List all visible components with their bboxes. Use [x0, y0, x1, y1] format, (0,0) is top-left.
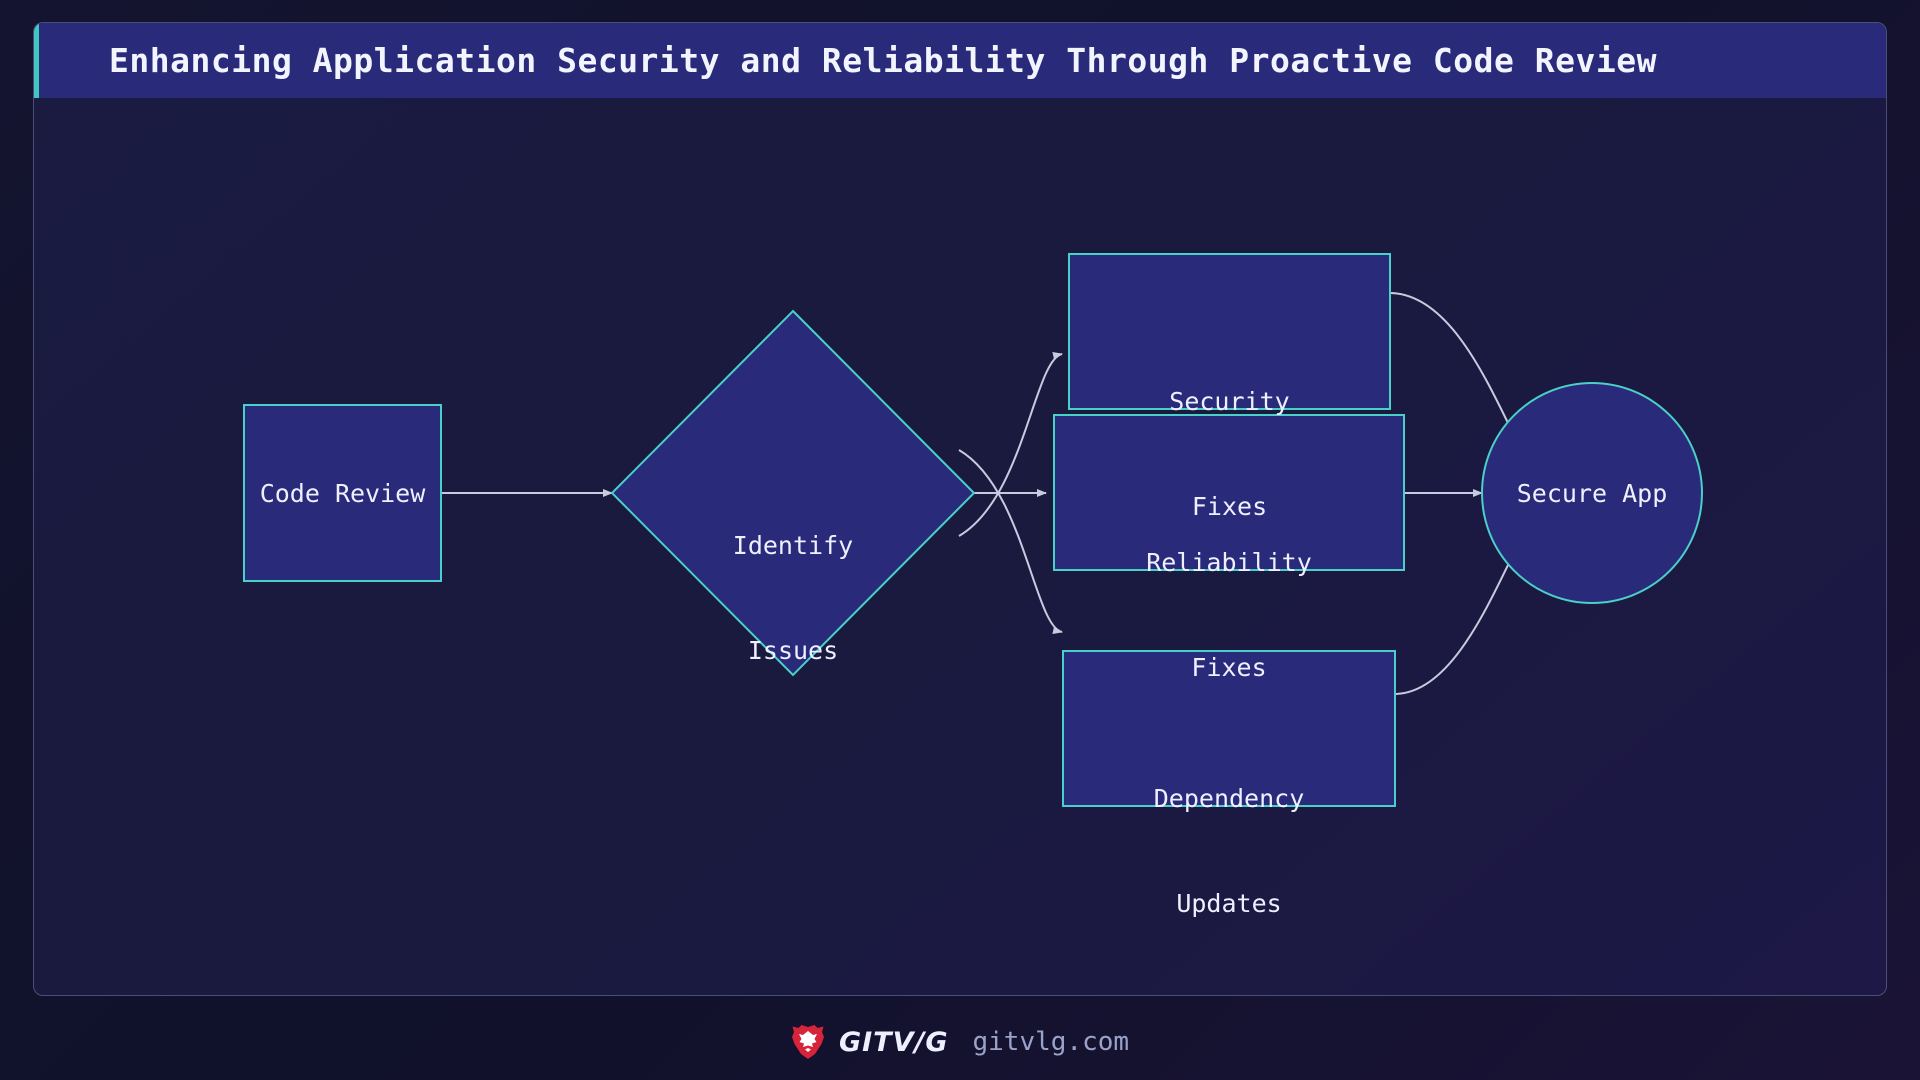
footer-brand-group: GITV/G gitvlg.com [791, 1024, 1129, 1060]
page-title: Enhancing Application Security and Relia… [109, 41, 1657, 80]
slide-card: Enhancing Application Security and Relia… [33, 22, 1887, 996]
edge-identify-issues-to-dependency-updates [958, 449, 1063, 634]
flowchart-svg [243, 253, 1703, 807]
edge-layer [441, 292, 1539, 695]
brand-url: gitvlg.com [972, 1027, 1130, 1057]
node-identify-issues[interactable] [610, 309, 976, 677]
lion-icon [791, 1024, 825, 1060]
brand-name: GITV/G [838, 1026, 949, 1058]
node-code-review[interactable] [243, 404, 442, 582]
node-reliability-fixes[interactable] [1053, 414, 1405, 571]
flowchart-canvas: Code Review Identify Issues Security Fix… [34, 98, 1886, 995]
header-accent-bar [34, 23, 39, 98]
node-security-fixes[interactable] [1068, 253, 1391, 410]
lion-icon-svg [791, 1025, 824, 1059]
edge-identify-issues-to-security-fixes [958, 352, 1063, 537]
header-bar: Enhancing Application Security and Relia… [34, 23, 1886, 98]
node-dependency-updates[interactable] [1062, 650, 1396, 807]
node-secure-app[interactable] [1481, 382, 1703, 604]
node-layer [243, 253, 1703, 807]
footer: GITV/G gitvlg.com [0, 996, 1920, 1080]
